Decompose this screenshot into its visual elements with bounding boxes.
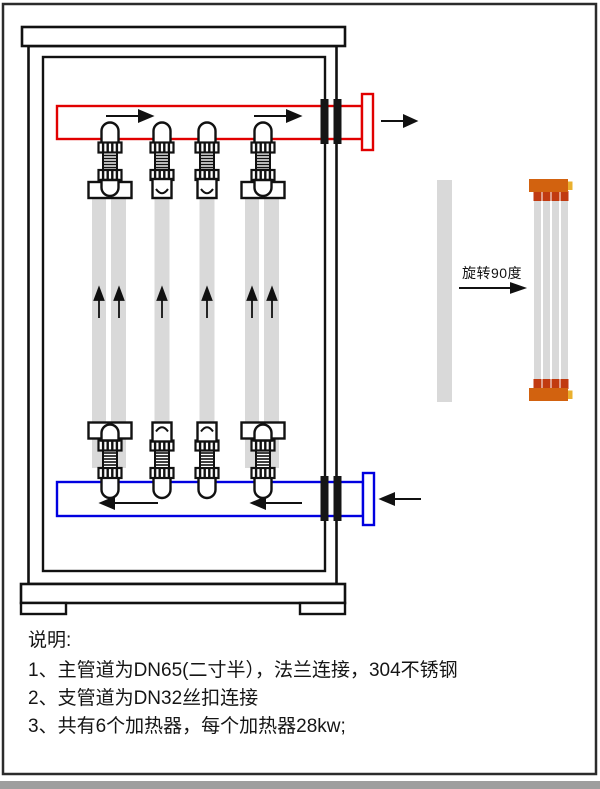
supply-flow-arrows (106, 108, 419, 129)
cabinet-right-foot (298, 601, 347, 616)
arrow-right-icon (286, 108, 303, 124)
wall-seal-band (333, 476, 342, 521)
cabinet-left-foot (19, 601, 68, 616)
supply-pipe-flange (360, 92, 375, 152)
rotation-arrow (459, 282, 528, 294)
arrow-up-icon (156, 285, 168, 301)
return-pipe-flange (361, 471, 376, 527)
notes-list: 1、主管道为DN65(二寸半），法兰连接，304不锈钢 2、支管道为DN32丝扣… (28, 657, 578, 741)
notes-title: 说明: (28, 630, 72, 651)
arrow-up-icon (201, 285, 213, 301)
arrow-up-icon (93, 285, 105, 301)
element-tube (543, 200, 550, 380)
wall-seal-band (320, 99, 329, 144)
arrow-left-icon (378, 491, 395, 507)
arrow-right-icon (403, 113, 419, 129)
element-prong (542, 191, 551, 201)
arrow-up-icon (266, 285, 278, 301)
tube-flow-arrows (93, 285, 278, 318)
arrow-right-icon (510, 282, 528, 294)
bottom-header-bar (529, 388, 568, 401)
page-border (1, 2, 598, 776)
element-prong (533, 379, 542, 389)
arrow-right-icon (138, 108, 155, 124)
element-tube (561, 200, 568, 380)
note-item-3: 3、共有6个加热器，每个加热器28kw; (28, 716, 346, 737)
heater-side-view-bar (437, 180, 452, 402)
cabinet-plinth (19, 582, 347, 605)
bottom-gray-bar (0, 781, 600, 789)
element-prong (551, 191, 560, 201)
element-prong (542, 379, 551, 389)
element-tube (552, 200, 559, 380)
element-prong (533, 191, 542, 201)
element-tube (534, 200, 541, 380)
wall-seal-band (320, 476, 329, 521)
note-item-2: 2、支管道为DN32丝扣连接 (28, 688, 259, 709)
element-prong (560, 379, 569, 389)
cabinet-top-cap (20, 25, 347, 48)
wall-seal-band (333, 99, 342, 144)
rotated-heater-view (529, 179, 573, 401)
terminal-tab (568, 181, 573, 190)
notes-section: 说明: 1、主管道为DN65(二寸半），法兰连接，304不锈钢 2、支管道为DN… (28, 628, 578, 741)
element-prong (551, 379, 560, 389)
terminal-tab (568, 390, 573, 399)
top-header-bar (529, 179, 568, 192)
arrow-up-icon (246, 285, 258, 301)
element-prong (560, 191, 569, 201)
rotation-label: 旋转90度 (461, 265, 523, 281)
return-flow-arrows (98, 491, 421, 511)
note-item-1: 1、主管道为DN65(二寸半），法兰连接，304不锈钢 (28, 660, 458, 681)
arrow-up-icon (113, 285, 125, 301)
